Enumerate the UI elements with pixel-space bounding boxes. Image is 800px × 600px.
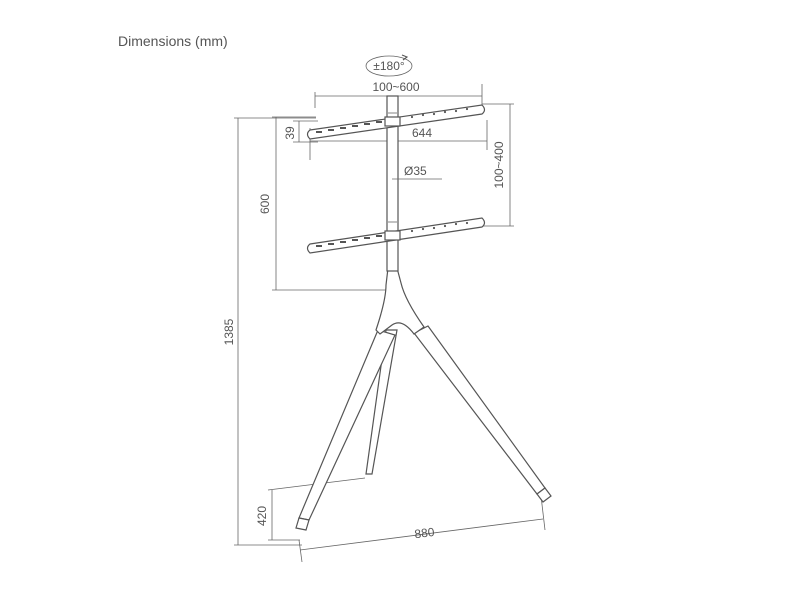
upper-vesa-bracket [306, 104, 486, 140]
vesa-height-label: 100~400 [492, 141, 506, 188]
lower-bracket-slots [316, 221, 469, 247]
base-width-dimension: 880 [298, 495, 546, 563]
front-right-leg [413, 325, 546, 495]
adjust-range-label: 600 [258, 194, 272, 214]
lower-clamp [384, 230, 401, 241]
pole-diameter-dimension: Ø35 [392, 164, 442, 180]
upper-clamp [384, 116, 401, 127]
upper-bracket-slots [316, 107, 469, 133]
vesa-height-dimension: 100~400 [482, 103, 514, 227]
foot-height-label: 420 [255, 506, 269, 526]
leg-yoke [375, 267, 425, 335]
total-height-label: 1385 [222, 318, 236, 345]
adjust-range-dimension: 600 [258, 116, 386, 291]
total-height-dimension: 1385 [222, 117, 316, 546]
front-left-foot [295, 517, 310, 531]
lower-vesa-bracket [306, 217, 486, 254]
pole-diameter-label: Ø35 [404, 164, 427, 178]
bracket-width-label: 644 [412, 126, 432, 140]
rotation-label: ±180° [373, 59, 405, 73]
base-width-label: 880 [414, 525, 436, 541]
rotation-arrow-icon [401, 54, 409, 61]
rear-leg [365, 329, 398, 475]
bracket-height-dimension: 39 [283, 120, 318, 143]
center-pole [386, 95, 399, 272]
pole-body [386, 95, 399, 272]
tripod-legs [295, 267, 552, 531]
bracket-height-label: 39 [283, 126, 297, 140]
page-title: Dimensions (mm) [118, 33, 228, 49]
rotation-indicator: ±180° [365, 54, 413, 77]
rotation-ellipse [365, 55, 413, 77]
vesa-width-label: 100~600 [372, 80, 419, 94]
front-right-foot [536, 487, 552, 503]
